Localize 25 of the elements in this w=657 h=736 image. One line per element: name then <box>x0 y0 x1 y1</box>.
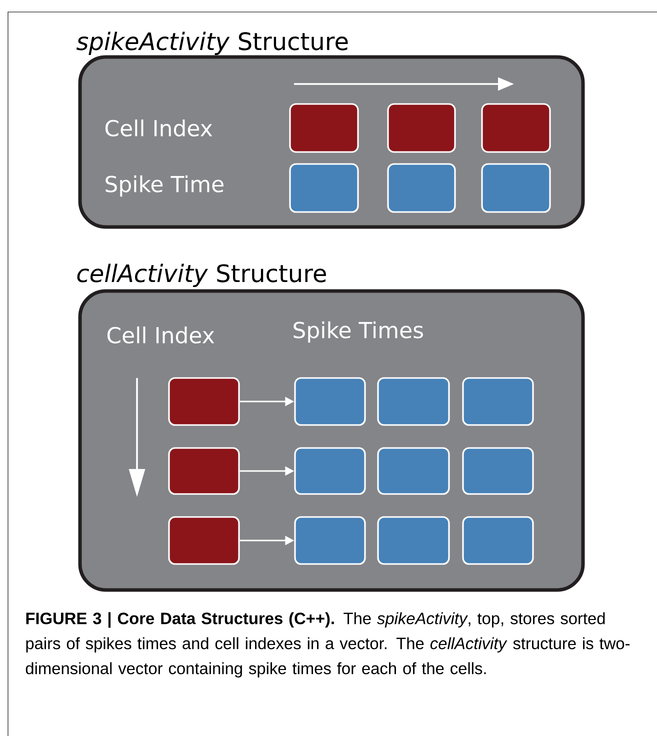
time-cell <box>462 516 534 565</box>
index-cell <box>387 103 456 153</box>
time-cell <box>462 447 534 495</box>
row-label: Cell Index <box>107 326 214 344</box>
panel-title: spikeActivity Structure <box>76 32 348 55</box>
caption: FIGURE 3 | Core Data Structures (C++). The spikeActivity, top, stores sorted pairs of spikes times and cell indexes in a vector. The cellActivity structure is two-dimensional vector containing spike times for each of the cells. <box>26 612 630 678</box>
time-cell <box>377 377 450 426</box>
time-cell <box>294 516 366 565</box>
row-label: Spike Time <box>106 175 224 197</box>
row-label: Spike Times <box>294 321 423 343</box>
time-cell <box>462 377 534 426</box>
time-cell <box>294 377 366 426</box>
panel-title: cellActivity Structure <box>77 264 326 287</box>
time-cell <box>481 163 551 213</box>
row-label: Cell Index <box>105 119 212 137</box>
time-cell <box>377 447 450 495</box>
time-cell <box>387 163 456 213</box>
index-cell <box>481 103 551 153</box>
time-cell <box>294 447 366 495</box>
index-cell <box>168 447 240 495</box>
time-cell <box>377 516 450 565</box>
index-cell <box>168 516 240 565</box>
time-cell <box>289 163 359 213</box>
index-cell <box>168 377 240 426</box>
index-cell <box>289 103 359 153</box>
